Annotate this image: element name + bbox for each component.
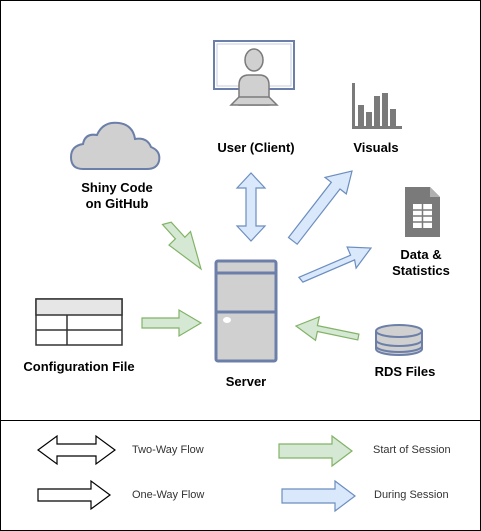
arrow-server-to-data xyxy=(297,246,373,283)
data-statistics-line1: Data & xyxy=(400,247,442,262)
bar-chart-icon xyxy=(352,83,402,129)
arrow-shiny-to-server xyxy=(161,221,203,271)
legend-divider xyxy=(1,420,480,421)
server-label: Server xyxy=(225,374,267,389)
shiny-code-line1: Shiny Code xyxy=(81,180,153,195)
table-icon xyxy=(35,298,123,346)
shiny-code-line2: on GitHub xyxy=(85,196,149,211)
legend-during-arrow xyxy=(281,479,356,513)
two-way-arrow-user-server xyxy=(235,172,267,242)
legend-start-label: Start of Session xyxy=(373,444,451,456)
data-statistics-line2: Statistics xyxy=(392,263,450,278)
spreadsheet-doc-icon xyxy=(405,187,440,237)
rds-files-label: RDS Files xyxy=(374,364,436,379)
user-icon xyxy=(213,40,295,106)
cloud-icon xyxy=(69,121,161,170)
data-statistics-label: Data & Statistics xyxy=(381,247,461,279)
user-client-label: User (Client) xyxy=(217,140,295,155)
arrow-rds-to-server xyxy=(294,315,360,342)
legend-start-arrow xyxy=(278,434,353,468)
database-icon xyxy=(375,324,423,356)
legend-one-way-label: One-Way Flow xyxy=(132,489,205,501)
legend-two-way-arrow xyxy=(36,434,117,466)
configuration-file-label: Configuration File xyxy=(23,359,135,374)
legend-two-way-label: Two-Way Flow xyxy=(132,444,204,456)
arrow-server-to-visuals xyxy=(287,170,353,246)
visuals-label: Visuals xyxy=(353,140,399,155)
legend-during-label: During Session xyxy=(374,489,449,501)
arrow-config-to-server xyxy=(141,308,203,338)
shiny-code-label: Shiny Code on GitHub xyxy=(61,180,173,212)
server-icon xyxy=(214,259,278,363)
legend-one-way-arrow xyxy=(37,479,112,511)
